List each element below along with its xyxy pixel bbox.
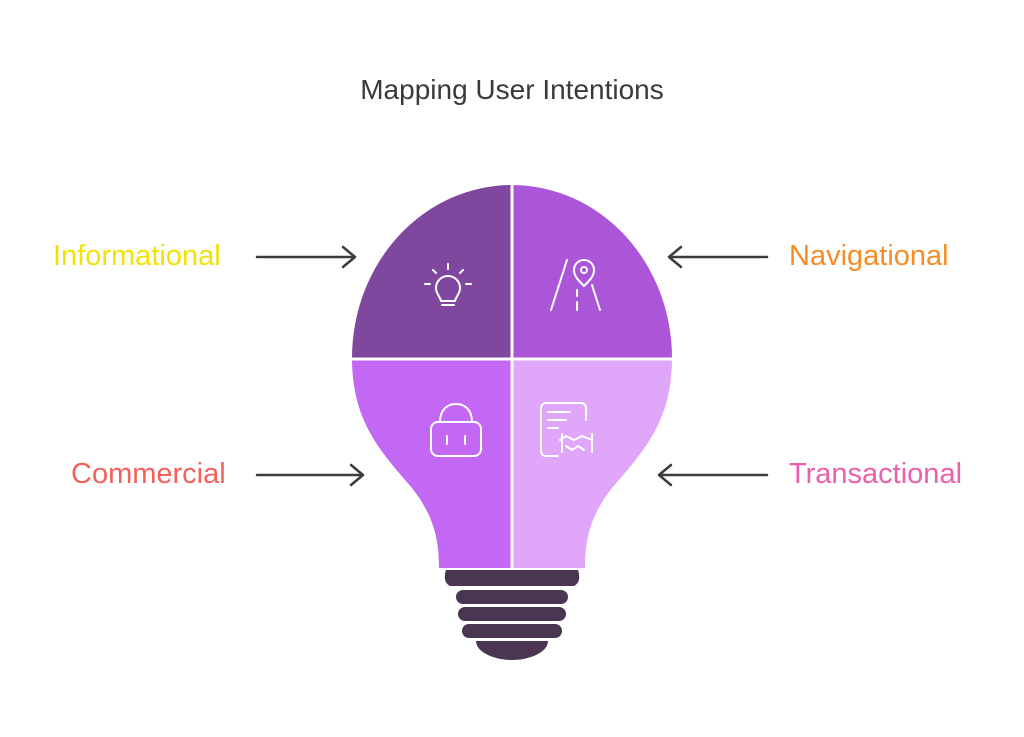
label-commercial: Commercial bbox=[71, 458, 226, 490]
arrow-commercial bbox=[255, 463, 365, 487]
arrow-transactional bbox=[657, 463, 769, 487]
quadrant-informational bbox=[352, 185, 512, 358]
contract-handshake-icon bbox=[540, 402, 593, 457]
lightbulb-icon bbox=[424, 263, 472, 306]
label-informational: Informational bbox=[53, 240, 221, 272]
map-pin-road-icon bbox=[550, 259, 601, 311]
label-transactional: Transactional bbox=[789, 458, 963, 490]
shopping-basket-icon bbox=[430, 403, 482, 457]
quadrant-commercial bbox=[352, 358, 512, 568]
arrow-informational bbox=[255, 245, 357, 269]
label-navigational: Navigational bbox=[789, 240, 949, 272]
arrow-navigational bbox=[667, 245, 769, 269]
quadrant-transactional bbox=[512, 358, 672, 568]
quadrant-navigational bbox=[512, 185, 672, 358]
bulb-base bbox=[444, 570, 580, 660]
diagram-title: Mapping User Intentions bbox=[360, 74, 664, 105]
